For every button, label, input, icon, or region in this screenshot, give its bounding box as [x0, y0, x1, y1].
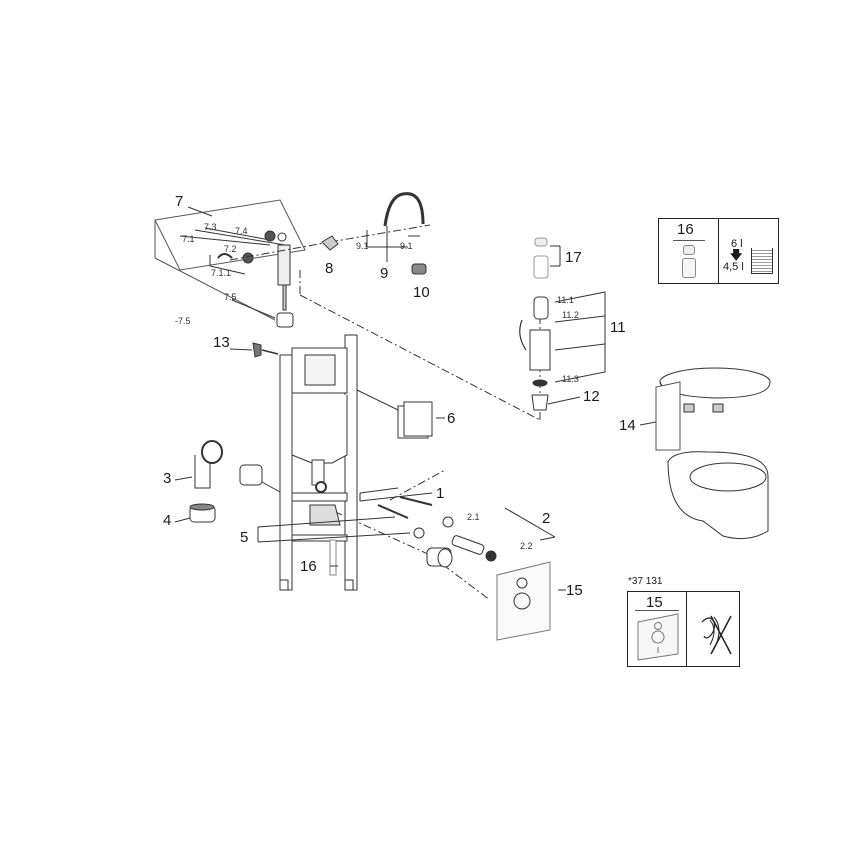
callout-11-3: 11.3	[562, 374, 579, 384]
down-arrow-icon: 🡇	[730, 248, 743, 262]
callout-7-4: 7.4	[235, 226, 248, 236]
callout-11-2: 11.2	[562, 310, 579, 320]
callout-7-1-1: 7.1.1	[211, 268, 232, 278]
callout-7-5-package: -7.5	[175, 316, 191, 326]
soundproof-mat-icon	[637, 613, 679, 661]
inset-flush-volume: 16 6 l 🡇 4,5 l	[658, 218, 779, 284]
callout-9: 9	[380, 265, 389, 282]
callout-8: 8	[325, 260, 334, 277]
callout-7-5: 7.5	[224, 292, 237, 302]
callout-2: 2	[542, 510, 551, 527]
cistern-level-icon	[751, 248, 773, 274]
callout-12: 12	[583, 388, 600, 405]
callout-1: 1	[436, 485, 445, 502]
callout-7: 7	[175, 193, 184, 210]
insert-icon	[683, 245, 695, 255]
callout-11-1: 11.1	[557, 295, 574, 305]
callout-14: 14	[619, 417, 636, 434]
callout-7-2: 7.2	[224, 244, 237, 254]
callout-7-1: 7.1	[182, 234, 195, 244]
callout-3: 3	[163, 470, 172, 487]
inset-note: *37 131	[628, 576, 663, 587]
volume-6l: 6 l	[731, 238, 743, 250]
callout-17: 16	[300, 558, 317, 575]
callout-5: 5	[240, 529, 249, 546]
callout-7-3: 7.3	[204, 222, 217, 232]
inset-part-15: 15	[646, 594, 663, 611]
callout-13: 13	[213, 334, 230, 351]
callout-9-1-right: 9.1	[400, 241, 413, 251]
callout-10: 10	[413, 284, 430, 301]
callout-4: 4	[163, 512, 172, 529]
inset-soundproofing: 15	[627, 591, 740, 667]
callout-9-1-left: 9.1	[356, 241, 369, 251]
inset-part-16: 16	[677, 221, 694, 238]
volume-4-5l: 4,5 l	[723, 261, 744, 273]
no-noise-ear-icon	[701, 615, 732, 655]
sleeve-icon	[682, 258, 696, 278]
callout-16: 17	[565, 249, 582, 266]
callout-6: 6	[447, 410, 456, 427]
callout-2-2: 2.2	[520, 541, 533, 551]
callout-11: 11	[610, 319, 626, 336]
callout-2-1: 2.1	[467, 512, 480, 522]
callout-15: 15	[566, 582, 583, 599]
